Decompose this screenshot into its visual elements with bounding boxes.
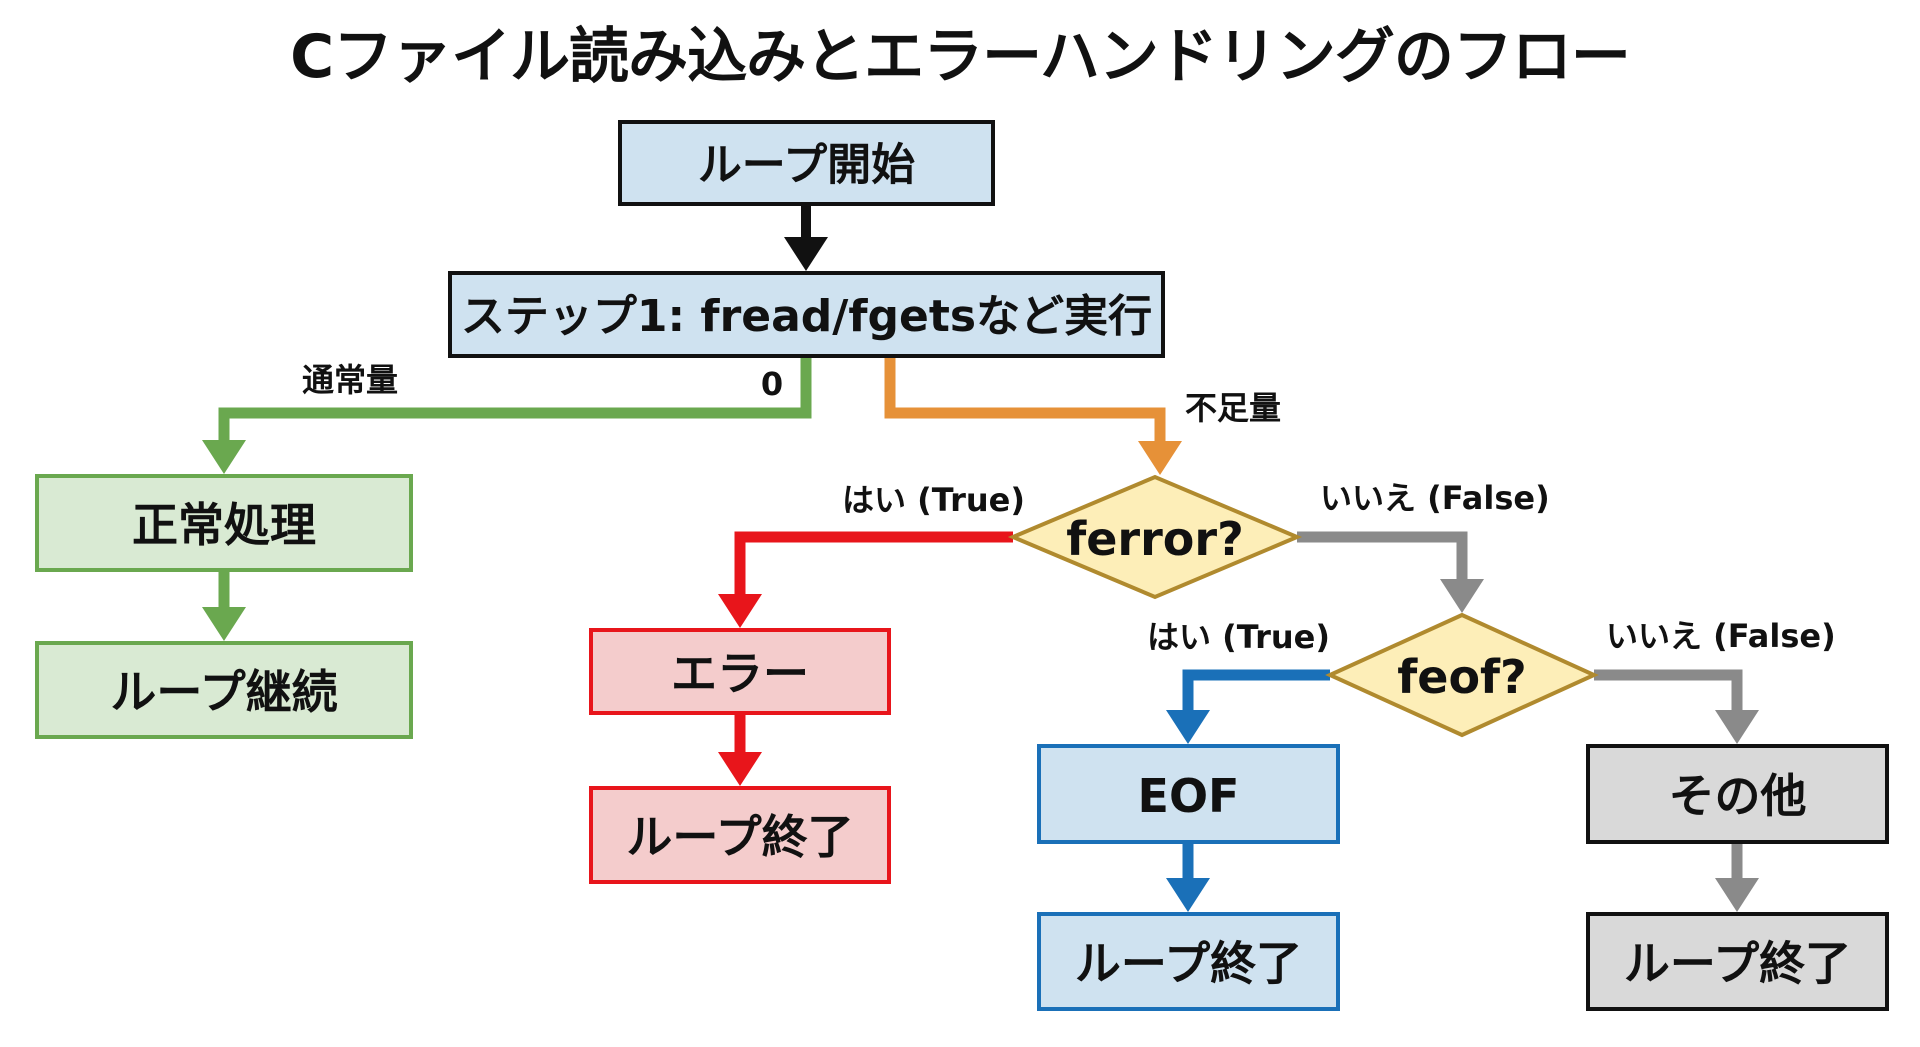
process-box [589,628,891,715]
process-box [1586,912,1889,1011]
edge-ferror-to-feof [1297,531,1484,613]
node-label: エラー [671,647,809,701]
process-box [1037,744,1340,844]
decision-diamond [1325,612,1599,738]
edge-error-to-end-red [718,713,762,786]
edge-label: はい (True) [1147,618,1330,656]
process-box [618,120,995,206]
edge-label: いいえ (False) [1320,479,1550,517]
edge-feof-to-eof [1166,669,1330,744]
arrowhead-icon [718,594,762,628]
edges-layer [202,204,1759,912]
node-eof: EOF [1037,744,1340,844]
decision-diamond [1007,474,1303,600]
process-box [589,786,891,884]
node-label: feof? [1397,650,1527,704]
arrowhead-icon [1715,710,1759,744]
node-other: その他 [1586,744,1889,844]
node-label: ループ終了 [1624,937,1851,991]
node-continue: ループ継続 [35,641,413,739]
process-box [35,641,413,739]
connector-line [218,356,812,442]
node-step1: ステップ1: fread/fgetsなど実行 [448,271,1165,358]
edge-label: はい (True) [842,481,1025,519]
connector-line [1297,531,1468,581]
arrowhead-icon [718,752,762,786]
process-box [448,271,1165,358]
arrowhead-icon [1138,441,1182,475]
node-label: ferror? [1066,512,1244,566]
arrowhead-icon [202,607,246,641]
edge-ferror-to-error [718,531,1013,628]
diagram-title: Cファイル読み込みとエラーハンドリングのフロー [290,22,1631,92]
edge-step1-to-normal [202,356,812,474]
node-label: EOF [1138,769,1240,823]
node-end-blue: ループ終了 [1037,912,1340,1011]
process-box [35,474,413,572]
node-normal: 正常処理 [35,474,413,572]
node-end-gray: ループ終了 [1586,912,1889,1011]
node-label: 正常処理 [132,498,316,552]
node-end-red: ループ終了 [589,786,891,884]
process-box [1586,744,1889,844]
edge-normal-to-continue [202,570,246,641]
node-feof: feof? [1325,612,1599,738]
connector-line [1182,669,1330,712]
connector-line [1594,669,1743,712]
edge-eof-to-end-blue [1166,842,1210,912]
arrowhead-icon [784,237,828,271]
node-label: ステップ1: fread/fgetsなど実行 [461,291,1152,342]
node-label: その他 [1669,769,1807,823]
arrowhead-icon [1440,579,1484,613]
node-label: ループ開始 [698,140,915,191]
node-label: ループ終了 [626,810,853,864]
edge-feof-to-other [1594,669,1759,744]
arrowhead-icon [1166,710,1210,744]
node-error: エラー [589,628,891,715]
node-label: ループ終了 [1075,937,1302,991]
arrowhead-icon [1715,878,1759,912]
arrowhead-icon [202,440,246,474]
node-ferror: ferror? [1007,474,1303,600]
edge-label: 0 [761,365,783,403]
node-loop-start: ループ開始 [618,120,995,206]
arrowhead-icon [1166,878,1210,912]
edge-loop-start-to-step1 [784,204,828,271]
edge-other-to-end-gray [1715,842,1759,912]
edge-step1-to-ferror [884,356,1182,475]
node-label: ループ継続 [110,665,337,719]
edge-label: いいえ (False) [1606,617,1836,655]
edge-label: 不足量 [1185,389,1281,427]
connector-line [734,531,1013,596]
connector-line [884,356,1166,443]
edge-label: 通常量 [302,361,398,399]
process-box [1037,912,1340,1011]
